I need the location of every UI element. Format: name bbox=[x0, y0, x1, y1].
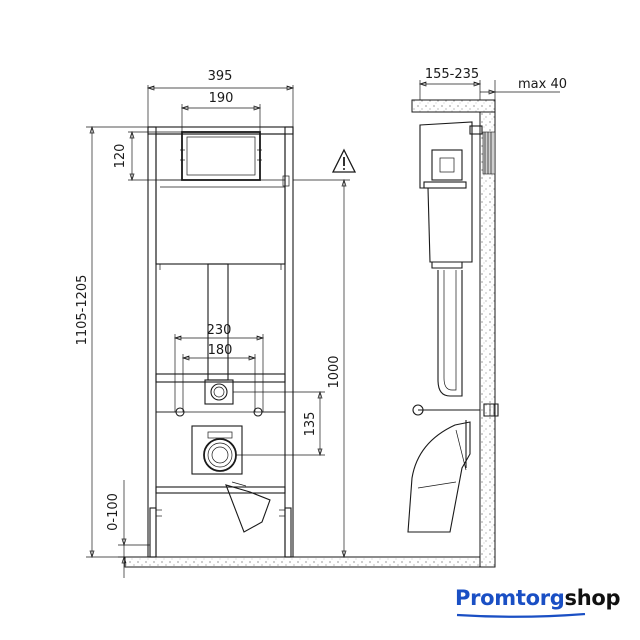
warning-triangle-icon bbox=[331, 148, 357, 173]
dim-bolt-spacing-inner: 180 bbox=[208, 343, 233, 358]
dim-bolt-spacing-outer: 230 bbox=[207, 323, 232, 338]
frame-right-upright bbox=[284, 126, 294, 558]
side-flush-pipe bbox=[437, 270, 463, 397]
dim-frame-width: 395 bbox=[208, 69, 233, 84]
front-view: 395 190 120 1105-1205 230 180 bbox=[75, 69, 496, 578]
dim-leg-adjust: 0-100 bbox=[106, 493, 121, 531]
drain-outlet bbox=[203, 438, 237, 472]
wall bbox=[479, 111, 496, 568]
frame-left-upright bbox=[147, 126, 157, 558]
water-inlet bbox=[210, 383, 228, 401]
cistern-tank bbox=[155, 133, 286, 265]
drain-elbow bbox=[225, 484, 271, 533]
dim-inlet-height: 1000 bbox=[327, 355, 342, 388]
logo-text-part1: Promtorg bbox=[455, 586, 565, 610]
finishing-layer bbox=[482, 131, 496, 175]
dim-flush-plate-width: 190 bbox=[209, 91, 234, 106]
floor-slab bbox=[124, 556, 496, 568]
dim-total-height: 1105-1205 bbox=[75, 275, 90, 346]
top-slab bbox=[411, 99, 496, 113]
side-drain-bend bbox=[407, 421, 471, 533]
dim-outlet-offset: 135 bbox=[303, 412, 318, 437]
frame-bottom-bar bbox=[155, 486, 286, 494]
logo-text-part2: shop bbox=[564, 586, 621, 610]
side-view: 155-235 max 40 bbox=[407, 67, 567, 568]
flush-pipe bbox=[207, 263, 229, 381]
promtorgshop-logo[interactable]: Promtorgshop bbox=[455, 586, 621, 610]
frame-middle-bar bbox=[155, 373, 286, 383]
frame-top-bar bbox=[147, 126, 294, 135]
dim-flush-plate-height: 120 bbox=[113, 144, 128, 169]
flush-plate bbox=[181, 131, 261, 181]
logo-swoosh-icon bbox=[456, 613, 586, 618]
dim-max-wall-thickness: max 40 bbox=[518, 77, 567, 92]
side-cistern bbox=[419, 121, 473, 263]
dim-wall-depth: 155-235 bbox=[425, 67, 479, 82]
